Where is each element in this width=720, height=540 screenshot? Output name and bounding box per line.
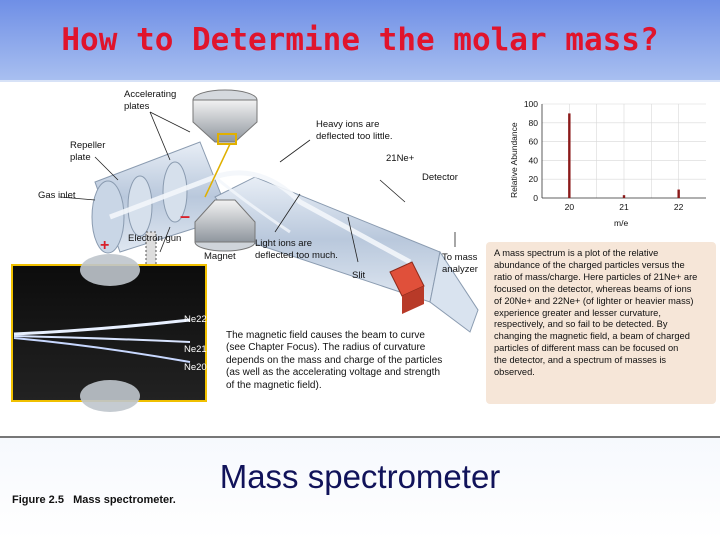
inset-ne22: Ne22: [184, 314, 207, 325]
figure-number: Figure 2.5: [12, 494, 64, 506]
magnetic-line: The magnetic field causes the beam to cu…: [226, 330, 425, 341]
spectrum-bar: [568, 113, 571, 198]
label-heavy-ions-1: Heavy ions are: [316, 119, 379, 130]
spectrum-line: of 20Ne+ and 22Ne+ (of lighter or heavie…: [494, 295, 694, 306]
label-light-ions-1: Light ions are: [255, 238, 312, 249]
x-tick-label: 21: [619, 202, 629, 212]
magnetic-line: (see Chapter Focus). The radius of curva…: [226, 342, 426, 354]
mass-spectrum-chart: 0 20 40 60 80 100 20 21 22 Relative Abundance m/…: [500, 90, 716, 230]
magnetic-line: depends on the mass and charge of the pa…: [226, 354, 443, 366]
figure-caption: Figure 2.5 Mass spectrometer.: [12, 494, 176, 506]
slit-marker: [217, 133, 237, 145]
slide-caption: Mass spectrometer: [219, 458, 501, 495]
x-axis-label: m/e: [614, 218, 628, 228]
magnetic-line: (as well as the accelerating voltage and…: [226, 367, 441, 379]
spectrum-explanation-box: A mass spectrum is a plot of the relativ…: [486, 242, 716, 404]
label-ne21: 21Ne+: [386, 153, 415, 164]
label-to-mass-1: To mass: [442, 252, 478, 263]
minus-sign: –: [180, 206, 190, 226]
spectrum-line: observed.: [494, 367, 535, 378]
y-tick-label: 80: [529, 118, 539, 128]
spectrum-explanation: A mass spectrum is a plot of the relativ…: [494, 248, 716, 379]
inset-ne20: Ne20: [184, 362, 207, 373]
label-to-mass-2: analyzer: [442, 264, 478, 275]
inset-ne21: Ne21: [184, 344, 207, 355]
spectrum-line: respectively, and so fail to be detected…: [494, 319, 668, 330]
y-tick-label: 0: [533, 193, 538, 203]
label-slit: Slit: [352, 270, 366, 281]
figure-title: Mass spectrometer.: [73, 494, 176, 506]
label-accelerating-1: Accelerating: [124, 89, 176, 100]
magnetic-field-text: The magnetic field causes the beam to cu…: [226, 330, 476, 392]
spectrum-line: ratio of mass/charge. Here particles of …: [494, 271, 698, 282]
spectrometer-illustration: + – Accelerating plates Repeller plate G…: [11, 89, 479, 412]
label-gas-inlet: Gas inlet: [38, 190, 76, 201]
slide-title: How to Determine the molar mass?: [61, 22, 659, 58]
label-detector: Detector: [422, 172, 458, 183]
electron-gun-shape: [145, 231, 157, 293]
y-tick-label: 40: [529, 155, 539, 165]
spectrum-line: A mass spectrum is a plot of the relativ…: [494, 248, 659, 258]
spectrum-line: experience greater and lesser curvature,: [494, 307, 661, 318]
spectrum-line: changing the magnetic field, a beam of c…: [494, 331, 690, 342]
label-heavy-ions-2: deflected too little.: [316, 131, 393, 142]
spectrum-line: the detector, and a spectrum of masses i…: [494, 355, 667, 366]
spectrum-line: focused on the detector, whereas beams o…: [494, 283, 692, 294]
y-tick-label: 100: [524, 99, 538, 109]
plus-sign: +: [100, 237, 109, 254]
spectrum-line: particles of different mass can be focus…: [494, 343, 679, 354]
label-electron-gun: Electron gun: [128, 233, 181, 244]
label-magnet: Magnet: [204, 251, 236, 262]
magnetic-line: of the magnetic field).: [226, 379, 322, 391]
repeller-plate-shape: [91, 180, 125, 254]
x-tick-label: 22: [674, 202, 684, 212]
y-tick-label: 20: [529, 174, 539, 184]
label-repeller-2: plate: [70, 152, 91, 163]
label-light-ions-2: deflected too much.: [255, 250, 338, 261]
y-axis-label: Relative Abundance: [509, 122, 519, 198]
x-tick-label: 20: [565, 202, 575, 212]
spectrum-bar: [622, 195, 626, 198]
y-tick-label: 60: [529, 137, 539, 147]
label-repeller-1: Repeller: [70, 140, 105, 151]
spectrum-bar: [677, 189, 680, 198]
label-accelerating-2: plates: [124, 101, 150, 112]
spectrum-line: abundance of the charged particles versu…: [494, 259, 685, 270]
